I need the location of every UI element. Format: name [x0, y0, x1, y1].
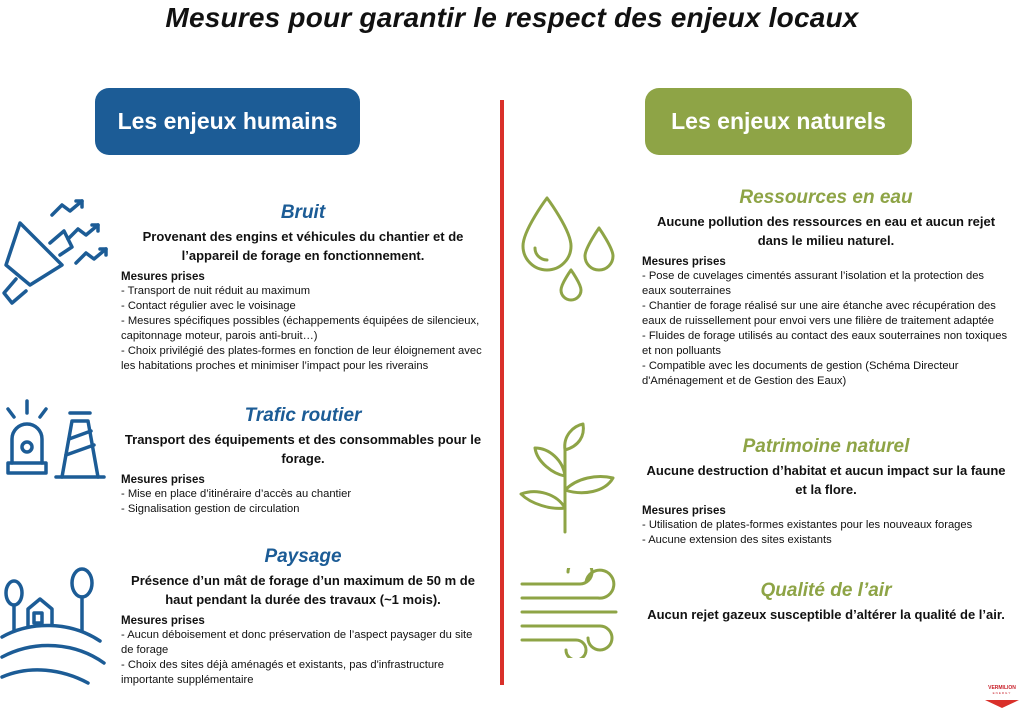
section-bruit-list: - Transport de nuit réduit au maximum - …: [121, 284, 485, 374]
section-paysage-list: - Aucun déboisement et donc préservation…: [121, 628, 485, 688]
section-eau: Ressources en eau Aucune pollution des r…: [642, 187, 1010, 389]
traffic-icon: [6, 399, 106, 479]
list-item: - Contact régulier avec le voisinage: [121, 300, 296, 312]
list-item: - Mise en place d’itinéraire d’accès au …: [121, 488, 352, 500]
logo-tagline: ENERGY: [992, 691, 1012, 695]
section-air-subtitle: Aucun rejet gazeux susceptible d’altérer…: [647, 607, 1005, 622]
list-item: - Signalisation gestion de circulation: [121, 503, 300, 515]
list-item: - Aucun déboisement et donc préservation…: [121, 629, 473, 656]
section-trafic-subtitle: Transport des équipements et des consomm…: [124, 432, 482, 466]
list-item: - Mesures spécifiques possibles (échappe…: [121, 315, 480, 342]
list-item: - Pose de cuvelages cimentés assurant l’…: [642, 270, 985, 297]
section-eau-subtitle: Aucune pollution des ressources en eau e…: [656, 214, 996, 248]
section-paysage-subtitle: Présence d’un mât de forage d’un maximum…: [131, 573, 475, 607]
section-air-title: Qualité de l’air: [760, 580, 892, 601]
section-trafic-mesures-label: Mesures prises: [121, 474, 205, 486]
section-trafic-list: - Mise en place d’itinéraire d’accès au …: [121, 487, 485, 517]
megaphone-icon: [2, 199, 108, 305]
section-bruit-mesures-label: Mesures prises: [121, 271, 205, 283]
section-patrimoine-list: - Utilisation de plates-formes existante…: [642, 518, 1010, 548]
list-item: - Choix des sites déjà aménagés et exist…: [121, 659, 445, 686]
list-item: - Fluides de forage utilisés au contact …: [642, 330, 1008, 357]
section-eau-mesures-label: Mesures prises: [642, 256, 726, 268]
humains-header: Les enjeux humains: [95, 88, 360, 155]
wind-icon: [520, 568, 618, 658]
list-item: - Choix privilégié des plates-formes en …: [121, 345, 482, 372]
section-bruit-title: Bruit: [280, 202, 326, 223]
section-eau-list: - Pose de cuvelages cimentés assurant l’…: [642, 269, 1010, 389]
logo-name: VERMILION: [988, 685, 1016, 691]
section-bruit-subtitle: Provenant des engins et véhicules du cha…: [142, 229, 464, 263]
water-drops-icon: [521, 196, 615, 302]
logo-mark: [985, 700, 1019, 708]
section-trafic-title: Trafic routier: [244, 405, 362, 426]
page-title: Mesures pour garantir le respect des enj…: [165, 2, 859, 33]
section-trafic: Trafic routier Transport des équipements…: [121, 405, 485, 517]
list-item: - Utilisation de plates-formes existante…: [642, 519, 973, 531]
section-bruit: Bruit Provenant des engins et véhicules …: [121, 202, 485, 374]
list-item: - Transport de nuit réduit au maximum: [121, 285, 311, 297]
plant-icon: [519, 422, 615, 534]
section-eau-title: Ressources en eau: [739, 187, 913, 208]
landscape-icon: [0, 567, 106, 685]
section-paysage-title: Paysage: [264, 546, 342, 567]
list-item: - Compatible avec les documents de gesti…: [642, 360, 959, 387]
section-paysage: Paysage Présence d’un mât de forage d’un…: [121, 546, 485, 688]
vermilion-logo: VERMILION ENERGY: [985, 685, 1019, 708]
section-patrimoine-subtitle: Aucune destruction d’habitat et aucun im…: [646, 463, 1006, 497]
section-air: Qualité de l’air Aucun rejet gazeux susc…: [642, 580, 1010, 624]
section-paysage-mesures-label: Mesures prises: [121, 615, 205, 627]
center-divider: [500, 100, 504, 685]
list-item: - Chantier de forage réalisé sur une air…: [642, 300, 996, 327]
section-patrimoine-mesures-label: Mesures prises: [642, 505, 726, 517]
section-patrimoine: Patrimoine naturel Aucune destruction d’…: [642, 436, 1010, 548]
naturels-header: Les enjeux naturels: [645, 88, 912, 155]
section-patrimoine-title: Patrimoine naturel: [742, 436, 910, 457]
list-item: - Aucune extension des sites existants: [642, 534, 832, 546]
